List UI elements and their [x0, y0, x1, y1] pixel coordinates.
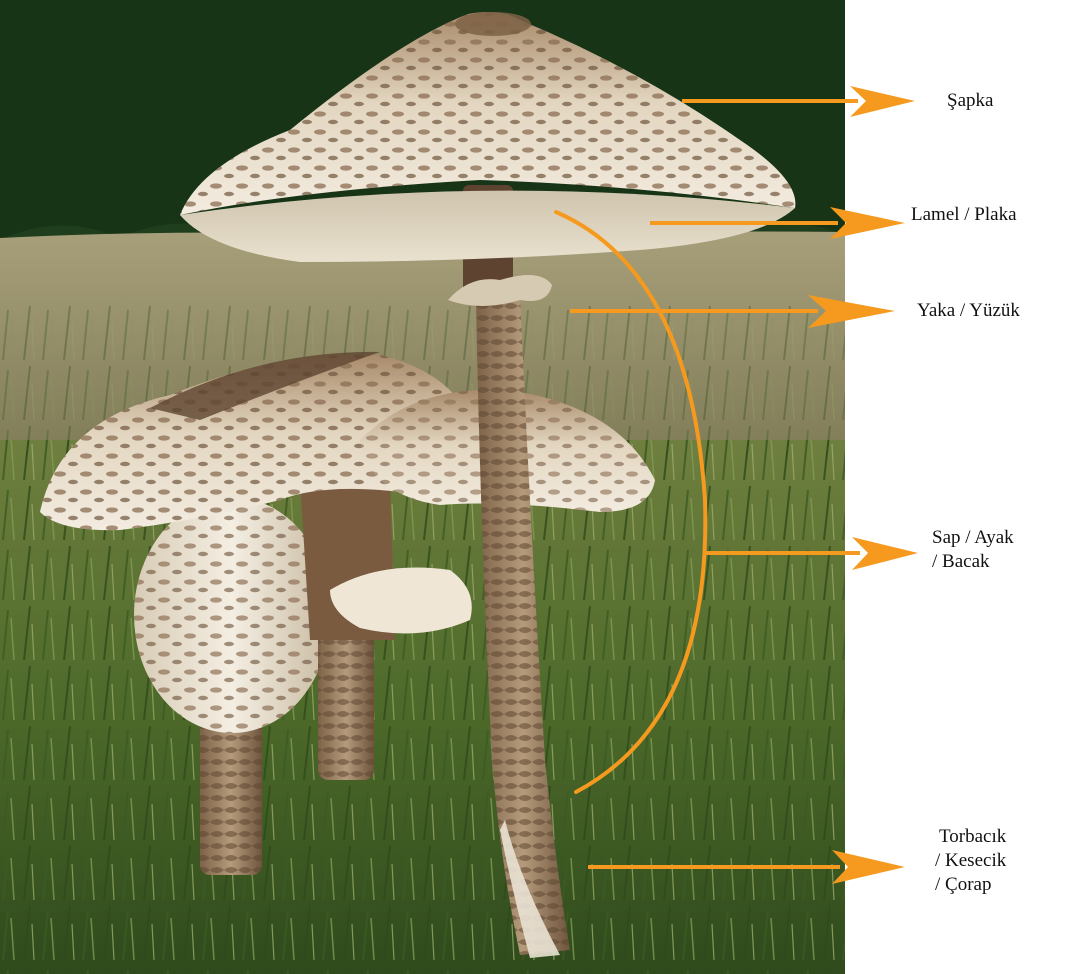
- label-ring-line: Yaka / Yüzük: [917, 299, 1020, 323]
- label-gills-line: Lamel / Plaka: [911, 203, 1017, 227]
- label-ring: Yaka / Yüzük: [917, 299, 1020, 323]
- label-stem-line-1: Sap / Ayak: [932, 526, 1014, 550]
- label-stem: Sap / Ayak / Bacak: [932, 526, 1014, 574]
- label-volva-line-1: Torbacık: [935, 825, 1006, 849]
- label-stem-line-2: / Bacak: [932, 550, 1014, 574]
- label-cap: Şapka: [947, 89, 993, 113]
- label-cap-line: Şapka: [947, 89, 993, 113]
- label-volva-line-3: / Çorap: [935, 873, 1006, 897]
- label-volva: Torbacık / Kesecik / Çorap: [935, 825, 1006, 897]
- label-volva-line-2: / Kesecik: [935, 849, 1006, 873]
- label-gills: Lamel / Plaka: [911, 203, 1017, 227]
